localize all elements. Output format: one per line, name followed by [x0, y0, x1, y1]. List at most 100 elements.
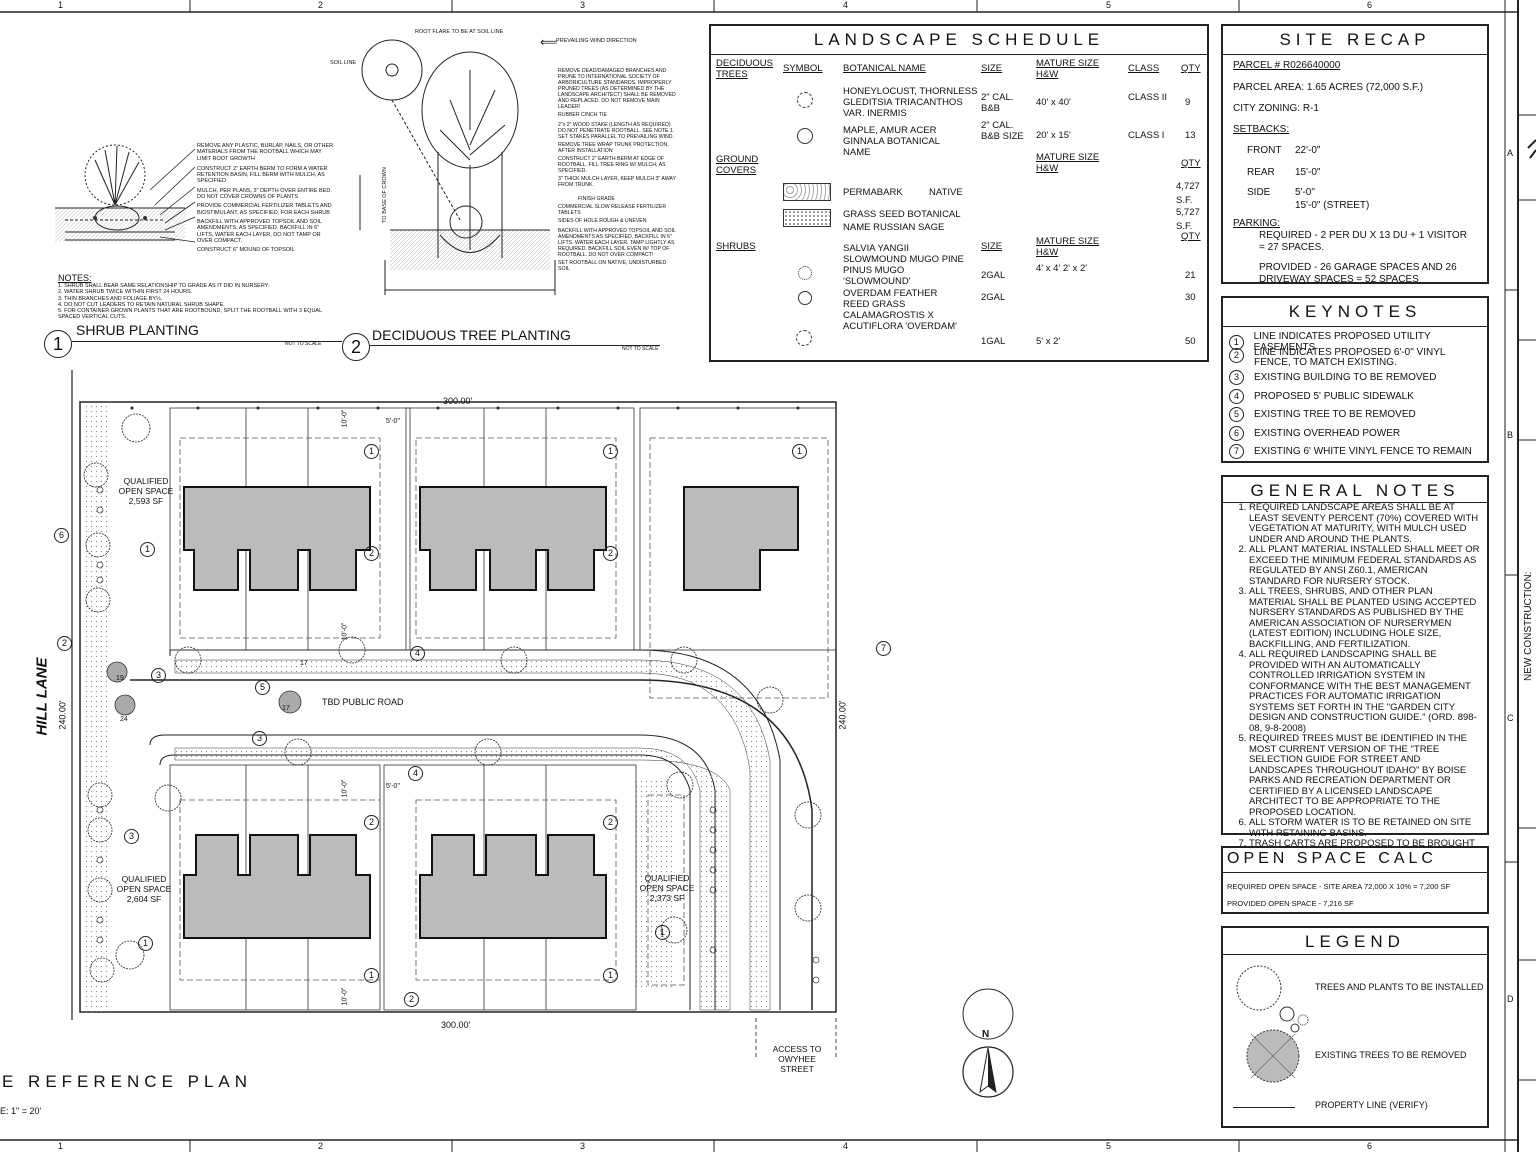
keynote-6-text: EXISTING OVERHEAD POWER [1254, 428, 1401, 439]
open-space-provided: PROVIDED OPEN SPACE - 7,216 SF [1227, 899, 1354, 908]
tree-callout-2: RUBBER CINCH TIE [558, 112, 607, 118]
road-label: TBD PUBLIC ROAD [322, 697, 404, 707]
grid-label-1b: 1 [58, 1141, 64, 1151]
city-zoning: CITY ZONING: R-1 [1233, 103, 1319, 114]
parcel-area: PARCEL AREA: 1.65 ACRES (72,000 S.F.) [1233, 82, 1424, 93]
tree-1-class: CLASS II [1128, 92, 1168, 103]
north-label: N [982, 1029, 990, 1040]
landscape-schedule: LANDSCAPE SCHEDULE DECIDUOUS TREES SYMBO… [709, 24, 1209, 362]
plan-key-2f: 2 [404, 992, 419, 1007]
keynote-5-text: EXISTING TREE TO BE REMOVED [1254, 409, 1416, 420]
tree-planting-detail [359, 39, 556, 295]
grid-label-a: A [1507, 148, 1514, 158]
shrub-callout-2: CONSTRUCT 2" EARTH BERM TO FORM A WATER … [197, 165, 328, 185]
keynotes-title: KEYNOTES [1288, 302, 1422, 321]
dim-bottom-label: 300.00' [441, 1020, 471, 1030]
general-note-4: ALL REQUIRED LANDSCAPING SHALL BE PROVID… [1249, 649, 1481, 734]
honeylocust-symbol-icon [797, 92, 813, 108]
hill-lane-label: HILL LANE [33, 657, 51, 736]
plan-key-2b: 2 [364, 546, 379, 561]
tree-callout-3: 2"x 2" WOOD STAKE (LENGTH AS REQUIRED) D… [558, 122, 675, 140]
tree-not-to-scale: NOT TO SCALE [622, 346, 659, 352]
site-recap: SITE RECAP PARCEL # R026640000 PARCEL AR… [1221, 24, 1489, 285]
open-space-2-label: QUALIFIED OPEN SPACE 2,604 SF [116, 874, 172, 904]
front-label: FRONT [1247, 145, 1282, 156]
grid-label-6b: 6 [1367, 1141, 1373, 1151]
shrub-3-mature: 5' x 2' [1036, 336, 1061, 347]
open-space-rule [1223, 872, 1487, 873]
shrub-callouts: REMOVE ANY PLASTIC, BURLAP, NAILS, OR OT… [197, 143, 337, 253]
tree-2-size: 2" CAL. B&B SIZE [981, 120, 1024, 142]
plan-key-1e: 1 [138, 936, 153, 951]
dim-10-label-3: 10'-0" [341, 779, 349, 798]
keynote-2-text: LINE INDICATES PROPOSED 6'-0" VINYL FENC… [1254, 347, 1446, 368]
keynote-4-text: PROPOSED 5' PUBLIC SIDEWALK [1254, 391, 1414, 402]
side-title-text: NEW CONSTRUCTION: [1523, 571, 1534, 681]
shrub-3-size: 1GAL [981, 336, 1006, 347]
plan-key-2c: 2 [603, 546, 618, 561]
ground-mature-header: MATURE SIZE H&W [1036, 152, 1100, 174]
shrub-callout-6: CONSTRUCT 6" MOUND OF TOPSOIL [197, 247, 295, 254]
col-class: CLASS [1128, 63, 1160, 74]
shrub-callout-leaders [150, 148, 196, 243]
plan-key-1g: 1 [603, 968, 618, 983]
access-label: ACCESS TO OWYHEE STREET [772, 1044, 822, 1074]
plan-key-1a: 1 [140, 542, 155, 557]
shrub-1-name: SALVIA YANGII SLOWMOUND MUGO PINE PINUS … [843, 243, 964, 287]
shrub-3-qty: 50 [1185, 336, 1196, 347]
grass-seed-swatch [783, 209, 831, 227]
tree-1-size: 2" CAL. B&B [981, 92, 1014, 114]
col-symbol: SYMBOL [783, 63, 823, 74]
shrub-not-to-scale: NOT TO SCALE [285, 341, 322, 347]
site-plan [71, 370, 1014, 1060]
plan-key-3c: 3 [124, 829, 139, 844]
note-4: 4. DO NOT CUT LEADERS TO RETAIN NATURAL … [58, 301, 225, 308]
front-value: 22'-0" [1295, 145, 1321, 156]
tree-callout-7: FINISH GRADE [578, 196, 615, 202]
plan-key-3a: 3 [151, 668, 166, 683]
plan-key-1f: 1 [364, 968, 379, 983]
open-space-title: OPEN SPACE CALC [1227, 850, 1437, 867]
keynote-3-num: 3 [1229, 370, 1244, 385]
tree-callout-8: COMMERCIAL SLOW RELEASE FERTILIZER TABLE… [558, 204, 667, 216]
tree-wind-label: PREVAILING WIND DIRECTION [556, 38, 637, 44]
shrub-notes: NOTES: 1. SHRUB SHALL BEAR SAME RELATION… [58, 273, 338, 321]
tree-num-24: 24 [120, 716, 128, 723]
general-notes: GENERAL NOTES REQUIRED LANDSCAPE AREAS S… [1221, 475, 1489, 859]
plan-key-5: 5 [255, 680, 270, 695]
general-note-5: REQUIRED TREES MUST BE IDENTIFIED IN THE… [1249, 733, 1481, 818]
tree-soil-line-label: SOIL LINE [330, 60, 357, 66]
general-note-2: ALL PLANT MATERIAL INSTALLED SHALL MEET … [1249, 544, 1481, 587]
general-notes-list: REQUIRED LANDSCAPE AREAS SHALL BE AT LEA… [1229, 502, 1481, 860]
general-notes-title: GENERAL NOTES [1250, 481, 1460, 500]
tree-callout-6: 3" THICK MULCH LAYER, KEEP MULCH 3" AWAY… [558, 176, 676, 188]
grid-label-2: 2 [318, 0, 324, 10]
open-space-calc: OPEN SPACE CALC REQUIRED OPEN SPACE - SI… [1221, 846, 1489, 914]
tree-base-crown-label: TO BASE OF CROWN [382, 167, 388, 223]
north-arrow-icon [962, 1046, 1014, 1098]
grid-label-5b: 5 [1106, 1141, 1112, 1151]
tree-callout-5: CONSTRUCT 2" EARTH BERM AT EDGE OF ROOTB… [558, 156, 666, 174]
grid-label-2b: 2 [318, 1141, 324, 1151]
ground-2-name: GRASS SEED BOTANICAL NAME RUSSIAN SAGE [843, 209, 961, 233]
plan-key-4a: 4 [410, 646, 425, 661]
dim-10-label-2: 10'-0" [341, 622, 349, 641]
side-value-street: 15'-0" (STREET) [1295, 200, 1370, 211]
plan-key-7: 7 [876, 641, 891, 656]
tree-callout-9: SIDES OF HOLE ROUGH & UNEVEN [558, 218, 647, 224]
col-qty: QTY [1181, 63, 1201, 74]
tree-callout-11: SET ROOTBALL ON NATIVE, UNDISTURBED SOIL [558, 260, 667, 272]
tree-2-name: MAPLE, AMUR ACER GINNALA BOTANICAL NAME [843, 125, 940, 158]
tree-detail-underline [370, 345, 660, 346]
feather-reed-symbol-icon [796, 330, 812, 346]
shrub-2-name: OVERDAM FEATHER REED GRASS CALAMAGROSTIS… [843, 288, 957, 332]
plan-key-1h: 1 [655, 925, 670, 940]
parking-provided: PROVIDED - 26 GARAGE SPACES AND 26 DRIVE… [1259, 262, 1457, 285]
plan-key-6: 6 [54, 528, 69, 543]
ground-2-qty: 5,727 S.F. [1176, 207, 1200, 232]
dim-10-label-1: 10'-0" [341, 409, 349, 428]
